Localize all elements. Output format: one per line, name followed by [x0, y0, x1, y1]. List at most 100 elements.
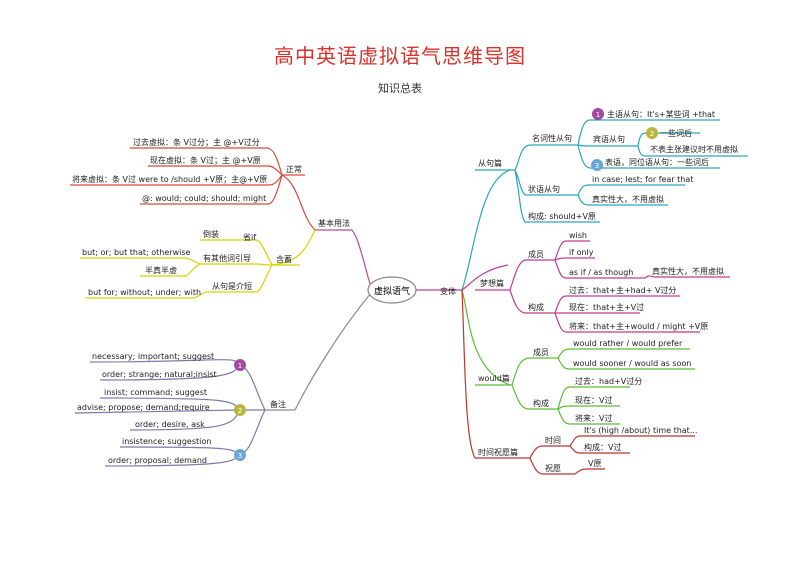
edge-center-notes — [294, 291, 373, 411]
v-base-label: V原 — [588, 459, 601, 468]
edge-structure-should — [514, 169, 600, 223]
edge-struct-v — [569, 445, 630, 454]
basic-usage-label: 基本用法 — [318, 218, 350, 228]
edge-variants-clause — [461, 169, 511, 291]
edge-would-sooner — [557, 357, 695, 370]
edge-would-rather — [557, 348, 690, 359]
note2b-label: advise; propose; demand;require — [77, 403, 210, 412]
real-fact-label: 真实性大，不用虚拟 — [592, 194, 664, 204]
wish-n-label: 祝愿 — [545, 463, 561, 473]
edge-past-had2 — [557, 386, 630, 410]
badge-2-icon — [234, 404, 246, 416]
would-rather-label: would rather / would prefer — [573, 339, 683, 348]
composition2-label: 构成 — [533, 398, 549, 408]
note3-badge: 3 — [234, 449, 246, 461]
badge-r1-icon — [592, 108, 604, 120]
badge-1-text: 1 — [238, 362, 242, 370]
edge-noun-clause — [514, 144, 578, 171]
edge-clause-prep — [205, 264, 273, 293]
edge-future-would — [554, 312, 700, 333]
page-title: 高中英语虚拟语气思维导图 — [274, 44, 526, 68]
past-label: 过去虚拟：条 V过分；主 @+V过分 — [133, 137, 260, 147]
present-v2-label: 现在：V过 — [575, 395, 612, 405]
future-v2-label: 将来：V过 — [575, 413, 612, 423]
subject-clause-badge: 1 — [592, 108, 604, 120]
edge-adverbial — [514, 169, 578, 196]
badge-1-icon — [234, 359, 246, 371]
edge-appositive — [577, 144, 720, 169]
half-true-label: 半真半虚 — [145, 265, 177, 275]
note1-badge: 1 — [234, 359, 246, 371]
edge-note3a — [119, 446, 241, 456]
note3b-label: order; proposal; demand — [108, 456, 207, 465]
as-if-label: as if / as though — [569, 268, 633, 277]
omit-if-label: 省if — [243, 232, 256, 242]
edge-v-base — [574, 468, 605, 475]
edge-as-if — [554, 259, 645, 279]
some-verbs-after-label: 一些词后 — [660, 128, 692, 138]
other-word-lead-label: 有其他词引导 — [203, 253, 251, 263]
wish-label: wish — [569, 231, 587, 240]
edge-composition — [509, 289, 555, 314]
some-verbs-badge: 2 — [646, 127, 658, 139]
edge-if-only — [554, 257, 595, 261]
edge-inversion — [200, 239, 273, 266]
time-wish-label: 时间祝愿篇 — [478, 447, 518, 457]
present-label: 现在虚拟：条 V过；主 @+V原 — [150, 155, 261, 165]
object-clause-label: 宾语从句 — [593, 134, 625, 144]
its-time-label: It's (high /about) time that... — [584, 426, 697, 435]
past-had2-label: 过去：had+V过分 — [575, 376, 642, 386]
edge-other-word — [200, 263, 273, 266]
edge-composition2 — [511, 384, 558, 410]
center-label: 虚拟语气 — [374, 285, 410, 297]
clause-label: 从句篇 — [478, 158, 502, 168]
note3a-label: insistence; suggestion — [122, 437, 211, 446]
members-label: 成员 — [528, 249, 544, 259]
badge-3-text: 3 — [238, 452, 242, 460]
edge-present — [148, 165, 283, 176]
edge-basic-positive — [281, 174, 316, 231]
badge-3-icon — [234, 449, 246, 461]
edge-members — [509, 259, 555, 291]
edge-past-had — [554, 295, 680, 314]
edge-note3 — [239, 409, 266, 456]
edge-basic-implied — [271, 229, 316, 266]
notes-label: 备注 — [270, 399, 286, 409]
edge-real-fact — [577, 194, 668, 206]
implied-label: 含蓄 — [276, 254, 292, 264]
badge-r2-text: 2 — [650, 130, 654, 138]
edge-variants-dream — [461, 264, 509, 291]
badge-r1-text: 1 — [596, 111, 600, 119]
but-words-label: but; or; but that; otherwise — [82, 248, 191, 257]
badge-2-text: 2 — [238, 407, 242, 415]
note2c-label: order; desire, ask — [135, 420, 205, 429]
edge-modals — [140, 174, 283, 205]
modal-list-label: @: would; could; should; might — [142, 194, 266, 203]
positive-label: 正常 — [286, 165, 302, 174]
subject-clause-label: 主语从句：It's+某些词 +that — [607, 109, 715, 119]
edge-some-verbs — [637, 132, 700, 147]
badge-r3-icon — [591, 159, 603, 171]
note2a-label: insist; command; suggest — [104, 388, 207, 397]
edge-subject-clause — [577, 119, 720, 146]
appositive-badge: 3 — [591, 159, 603, 171]
edge-real-fact2 — [644, 275, 730, 279]
edge-wish-n — [529, 457, 575, 475]
center-node[interactable] — [367, 276, 417, 304]
edge-variants-would — [461, 289, 511, 386]
struct-v-label: 构成：V过 — [584, 442, 621, 452]
appositive-label: 表语，同位语从句：一些词后 — [605, 157, 709, 167]
not-insist-label: 不表主张建议时不用虚拟 — [650, 144, 738, 154]
future-would-label: 将来：that+主+would / might +V原 — [569, 321, 708, 331]
edge-center-basic — [351, 229, 373, 291]
note1a-label: necessary; important; suggest — [92, 352, 214, 361]
structure-should-label: 构成: should+V原 — [528, 211, 596, 221]
real-fact2-label: 真实性大，不用虚拟 — [652, 266, 724, 276]
badge-r3-text: 3 — [595, 162, 599, 170]
variants-label: 变体 — [440, 286, 456, 296]
page-subtitle: 知识总表 — [378, 82, 422, 95]
edge-not-insist — [637, 145, 748, 157]
edge-but-words — [80, 257, 201, 265]
past-had-label: 过去：that+主+had+ V过分 — [569, 285, 676, 295]
